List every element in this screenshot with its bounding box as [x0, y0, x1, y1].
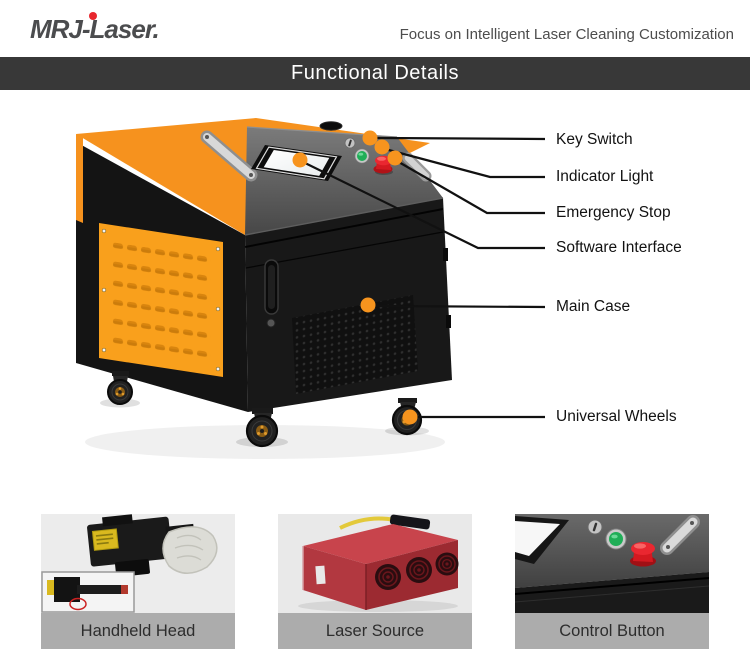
cooling-fans [375, 552, 459, 590]
callout-dot-main-case [360, 297, 376, 313]
thumbnail-row: Handheld Head [0, 514, 750, 649]
thumbnail-control-button: Control Button [515, 514, 709, 649]
callout-line-software-interface [302, 161, 545, 250]
logo-red-dot-icon [89, 12, 97, 20]
callout-line-indicator-light [384, 147, 545, 179]
fiber-connector [389, 514, 431, 530]
emergency-stop-button [373, 155, 393, 175]
callout-line-main-case [374, 304, 546, 309]
laser-source-top [303, 524, 458, 564]
machine-illustration [76, 118, 546, 459]
callout-label-indicator-light: Indicator Light [556, 168, 654, 185]
control-button-art [515, 514, 709, 613]
callout-label-software-interface: Software Interface [556, 239, 682, 256]
caster-wheel-front-center [245, 408, 279, 448]
vent-panel-screws [101, 228, 221, 372]
vent-louvers [111, 242, 211, 367]
callout-label-key-switch: Key Switch [556, 131, 633, 148]
top-vent [319, 121, 343, 131]
control-button-image [515, 514, 709, 613]
callout-label-main-case: Main Case [556, 298, 631, 315]
handheld-head-art [41, 514, 235, 613]
thumbnail-laser-source: Laser Source [278, 514, 472, 649]
callout-label-universal-wheels: Universal Wheels [556, 408, 677, 425]
callout-line-key-switch [375, 136, 546, 141]
thumbnail-caption-handheld-head: Handheld Head [41, 613, 235, 649]
thumbnail-caption-control-button: Control Button [515, 613, 709, 649]
functional-details-diagram: Key Switch Indicator Light Emergency Sto… [0, 90, 750, 514]
carry-handle-right [402, 152, 432, 182]
panel-surface [515, 514, 709, 588]
key-switch-button [344, 137, 356, 149]
handheld-head-inset [41, 571, 135, 613]
section-banner: Functional Details [0, 57, 750, 90]
callout-dot-key-switch [362, 130, 378, 146]
callout-line-emergency-stop [396, 160, 545, 215]
laser-source-art [278, 514, 472, 613]
key-switch-button-large [587, 519, 603, 535]
callout-dots [292, 130, 418, 425]
laser-source-image [278, 514, 472, 613]
glove [162, 526, 218, 574]
callout-dot-indicator-light [374, 139, 390, 155]
indicator-button [354, 148, 370, 164]
door-lock [266, 318, 276, 328]
handle-large [660, 515, 700, 555]
callout-lines [302, 136, 546, 419]
thumbnail-handheld-head: Handheld Head [41, 514, 235, 649]
handheld-head-image [41, 514, 235, 613]
callout-label-emergency-stop: Emergency Stop [556, 204, 671, 221]
section-title: Functional Details [291, 62, 459, 84]
laser-source-side [303, 546, 366, 610]
emergency-stop-button-large [630, 542, 656, 567]
callout-dot-universal-wheels [402, 409, 418, 425]
page-header: MRJ-Laser. Focus on Intelligent Laser Cl… [0, 0, 750, 57]
header-slogan: Focus on Intelligent Laser Cleaning Cust… [399, 26, 734, 43]
callout-dot-emergency-stop [387, 150, 403, 166]
brand-logo: MRJ-Laser. [30, 12, 160, 45]
screen-corner [515, 521, 560, 556]
indicator-button-large [605, 528, 627, 550]
carry-handle-left [200, 130, 258, 182]
thumbnail-caption-laser-source: Laser Source [278, 613, 472, 649]
callout-dot-software-interface [292, 152, 308, 168]
caster-wheel-back-left [107, 371, 133, 405]
